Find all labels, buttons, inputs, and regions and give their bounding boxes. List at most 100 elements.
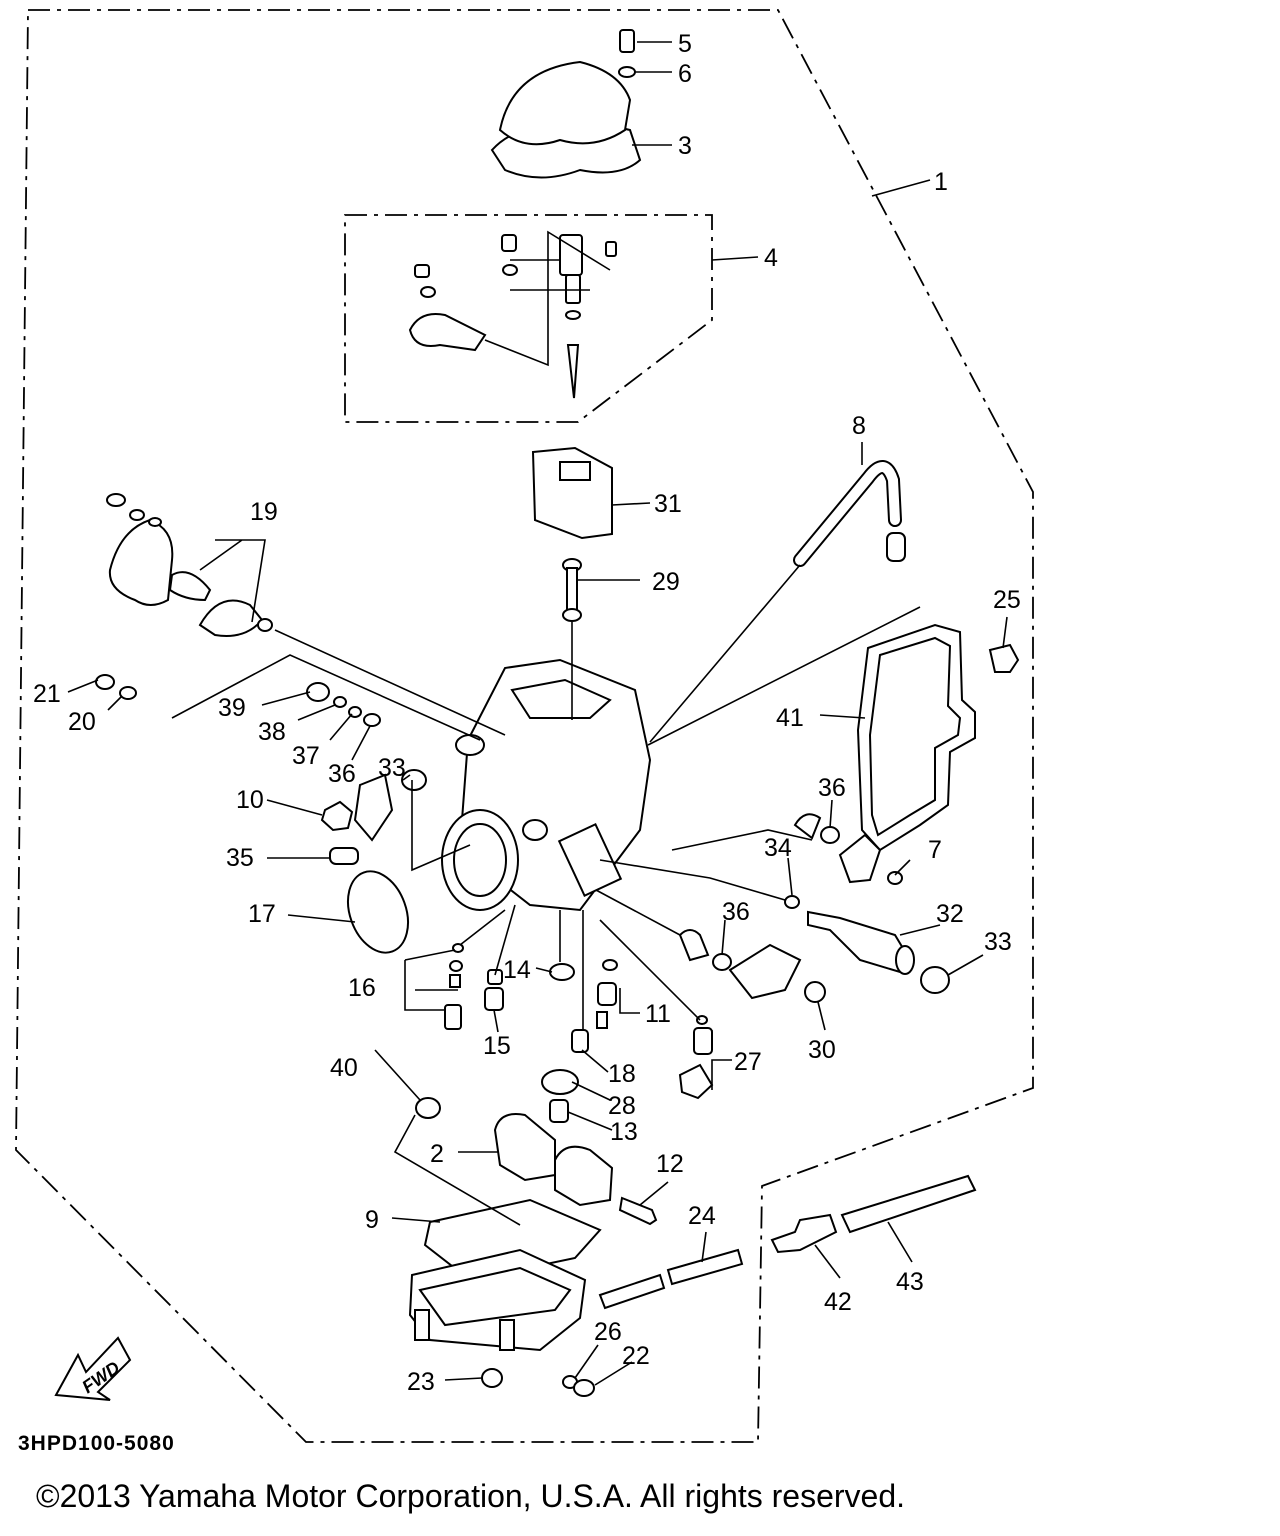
jet-parts-15 bbox=[484, 969, 504, 1011]
callout-20: 20 bbox=[68, 708, 96, 736]
spring-part-lower bbox=[678, 929, 710, 962]
callout-11: 11 bbox=[645, 1000, 671, 1028]
callout-2: 2 bbox=[430, 1140, 444, 1168]
clip-part-7 bbox=[887, 871, 903, 885]
callout-25: 25 bbox=[993, 586, 1021, 614]
callout-39: 39 bbox=[218, 694, 246, 722]
callout-16: 16 bbox=[348, 974, 376, 1002]
callout-19: 19 bbox=[250, 498, 278, 526]
callout-31: 31 bbox=[654, 490, 682, 518]
washer-part-36a bbox=[363, 713, 381, 727]
callout-42: 42 bbox=[824, 1288, 852, 1316]
callout-12: 12 bbox=[656, 1150, 684, 1178]
callout-3: 3 bbox=[678, 132, 692, 160]
hose-part-24a bbox=[598, 1273, 666, 1310]
callout-34: 34 bbox=[764, 834, 792, 862]
callout-28: 28 bbox=[608, 1092, 636, 1120]
plunger-part-32 bbox=[807, 910, 915, 975]
callout-13: 13 bbox=[610, 1118, 638, 1146]
oring-part-34 bbox=[784, 895, 800, 909]
carburetor-body-part bbox=[441, 658, 652, 912]
float-part-2 bbox=[493, 1113, 614, 1207]
fwd-arrow-icon: FWD bbox=[54, 1336, 132, 1401]
bracket-part bbox=[353, 773, 394, 842]
screw-part-21 bbox=[95, 674, 115, 690]
drawing-code: 3HPD100-5080 bbox=[18, 1432, 175, 1455]
hose-part-43 bbox=[840, 1174, 977, 1234]
callout-23: 23 bbox=[407, 1368, 435, 1396]
lever-part-lower bbox=[728, 943, 802, 1000]
callout-14: 14 bbox=[503, 956, 531, 984]
callout-36b: 36 bbox=[818, 774, 846, 802]
callout-10: 10 bbox=[236, 786, 264, 814]
nut-part-10 bbox=[320, 800, 354, 832]
float-bowl-part bbox=[408, 1198, 602, 1352]
callout-18: 18 bbox=[608, 1060, 636, 1088]
callout-8: 8 bbox=[852, 412, 866, 440]
callout-27: 27 bbox=[734, 1048, 762, 1076]
cap-part-33a bbox=[401, 769, 427, 791]
leader-lines bbox=[67, 41, 1008, 1386]
plug-part-23 bbox=[481, 1368, 503, 1388]
seat-part-28 bbox=[541, 1069, 579, 1095]
jet-part-18 bbox=[571, 1029, 589, 1053]
callout-40: 40 bbox=[330, 1054, 358, 1082]
cover-part-41 bbox=[856, 623, 976, 852]
washer-part-20 bbox=[119, 686, 137, 700]
callout-43: 43 bbox=[896, 1268, 924, 1296]
callout-6: 6 bbox=[678, 60, 692, 88]
callout-33b: 33 bbox=[984, 928, 1012, 956]
callout-1: 1 bbox=[934, 168, 948, 196]
callout-38: 38 bbox=[258, 718, 286, 746]
accelerator-pump-cover-part bbox=[106, 493, 273, 637]
copyright-notice: ©2013 Yamaha Motor Corporation, U.S.A. A… bbox=[36, 1478, 906, 1514]
callout-37: 37 bbox=[292, 742, 320, 770]
subassembly-4-boundary bbox=[344, 214, 713, 423]
callout-24: 24 bbox=[688, 1202, 716, 1230]
washer-part-14 bbox=[549, 963, 575, 981]
pin-part-12 bbox=[618, 1196, 658, 1226]
hose-part-24b bbox=[666, 1248, 744, 1286]
washer-part-36b bbox=[820, 826, 840, 844]
callout-41: 41 bbox=[776, 704, 804, 732]
fitting-part-42 bbox=[770, 1213, 838, 1254]
callout-30: 30 bbox=[808, 1036, 836, 1064]
top-cover-part bbox=[490, 29, 642, 179]
jet-parts-11 bbox=[596, 959, 618, 1029]
jet-parts-27 bbox=[678, 1015, 714, 1100]
callout-33a: 33 bbox=[378, 754, 406, 782]
callout-17: 17 bbox=[248, 900, 276, 928]
callout-15: 15 bbox=[483, 1032, 511, 1060]
callout-22: 22 bbox=[622, 1342, 650, 1370]
plug-part-39 bbox=[306, 682, 330, 702]
jet-parts-16 bbox=[444, 943, 464, 1030]
lever-part bbox=[838, 833, 882, 884]
spring-part bbox=[793, 813, 822, 840]
callout-35: 35 bbox=[226, 844, 254, 872]
needle-assembly-part bbox=[408, 230, 617, 399]
callout-29: 29 bbox=[652, 568, 680, 596]
gasket-part-17 bbox=[347, 870, 409, 954]
callout-26: 26 bbox=[594, 1318, 622, 1346]
assembly-boundary bbox=[15, 9, 1034, 1443]
callout-4: 4 bbox=[764, 244, 778, 272]
callout-21: 21 bbox=[33, 680, 61, 708]
washer-part-38 bbox=[333, 696, 347, 708]
screw-part-40 bbox=[415, 1097, 441, 1119]
valve-part-13 bbox=[549, 1099, 569, 1123]
screw-part-29 bbox=[562, 558, 582, 622]
callout-9: 9 bbox=[365, 1206, 379, 1234]
hose-part-8 bbox=[793, 460, 906, 567]
callout-36a: 36 bbox=[328, 760, 356, 788]
callout-7: 7 bbox=[928, 836, 942, 864]
cap-part-33b bbox=[920, 966, 950, 994]
washer-part-36c bbox=[712, 953, 732, 971]
callout-36c: 36 bbox=[722, 898, 750, 926]
screw-part-35 bbox=[329, 847, 359, 865]
screw-part-30 bbox=[804, 981, 826, 1003]
callout-labels: 1 2 3 4 5 6 7 8 9 10 11 12 13 14 15 16 1… bbox=[33, 30, 1021, 1396]
callout-32: 32 bbox=[936, 900, 964, 928]
callout-5: 5 bbox=[678, 30, 692, 58]
screw-part-22 bbox=[573, 1379, 595, 1397]
